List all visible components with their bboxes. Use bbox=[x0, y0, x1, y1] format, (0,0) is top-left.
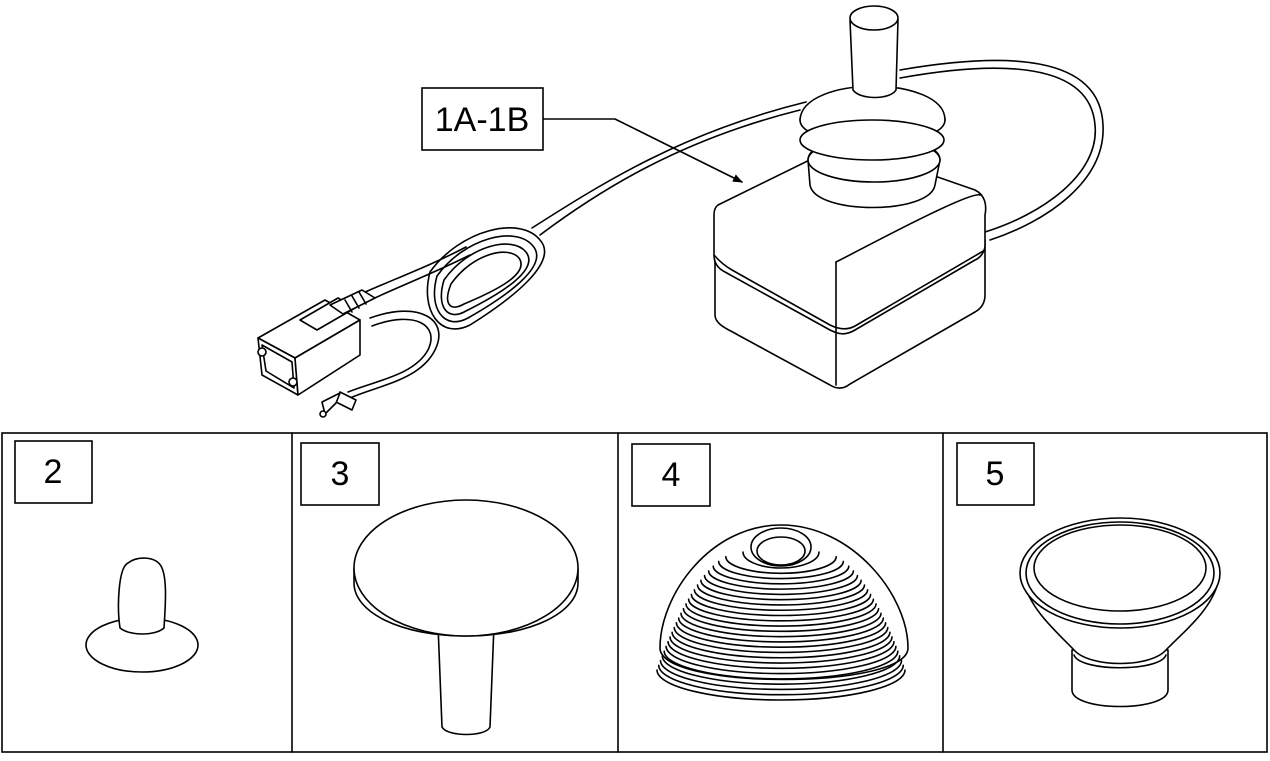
panel-part-3: 3 bbox=[300, 442, 579, 736]
dome-ring bbox=[661, 655, 901, 685]
panel-part-2: 2 bbox=[14, 440, 199, 673]
part-4-dome-knob bbox=[656, 524, 909, 701]
part-3-label: 3 bbox=[331, 455, 350, 493]
dsub-connector bbox=[257, 289, 376, 396]
dome-ring bbox=[663, 650, 899, 680]
dome-ring bbox=[707, 570, 855, 590]
audio-plug bbox=[319, 391, 357, 418]
part-5-label: 5 bbox=[986, 455, 1005, 493]
dome-ring bbox=[665, 645, 897, 675]
dome-ring bbox=[659, 659, 903, 691]
dome-ring bbox=[700, 579, 862, 601]
panel-part-5: 5 bbox=[956, 442, 1221, 708]
part-4-label: 4 bbox=[662, 456, 681, 494]
dome-ring bbox=[682, 607, 880, 633]
dome-ring bbox=[742, 551, 820, 569]
dome-ring bbox=[685, 603, 877, 627]
dome-ring bbox=[725, 555, 837, 575]
joystick-boot bbox=[799, 5, 946, 209]
cable-coil bbox=[426, 227, 546, 330]
panel-part-4: 4 bbox=[631, 443, 909, 701]
dome-ring bbox=[690, 593, 872, 617]
part-3-knob bbox=[353, 499, 579, 736]
dome-ring bbox=[656, 669, 906, 701]
callout-main: 1A-1B bbox=[421, 87, 544, 151]
dome-ring bbox=[657, 664, 905, 696]
dome-ring bbox=[712, 565, 850, 585]
dome-ring bbox=[673, 626, 889, 654]
part-5-knob bbox=[1019, 517, 1221, 708]
dome-ring bbox=[687, 598, 875, 622]
dome-ring bbox=[717, 560, 845, 580]
dome-ring bbox=[675, 622, 887, 648]
dome-ring bbox=[671, 631, 891, 659]
part-2-knob bbox=[85, 557, 199, 673]
dome-ring bbox=[703, 574, 859, 596]
dome-ring bbox=[693, 588, 869, 612]
callout-main-label: 1A-1B bbox=[435, 101, 530, 139]
part-2-label: 2 bbox=[44, 453, 63, 491]
dome-ring bbox=[677, 617, 885, 643]
dome-ring bbox=[667, 640, 895, 670]
dome-ring bbox=[696, 584, 866, 606]
dome-ring bbox=[680, 612, 882, 638]
joystick-module-illustration bbox=[257, 5, 1104, 418]
dome-ring bbox=[669, 636, 893, 664]
